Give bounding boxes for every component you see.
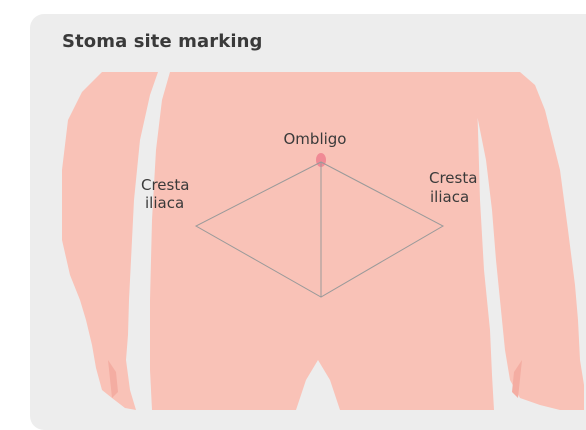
- umbilicus-label: Ombligo: [284, 130, 347, 148]
- iliac-crest-right-label-line1: Cresta: [429, 169, 477, 187]
- iliac-crest-left-label-line1: Cresta: [141, 176, 189, 194]
- left-arm: [62, 72, 158, 410]
- diagram-title: Stoma site marking: [62, 31, 263, 52]
- right-hand-fold: [512, 360, 522, 398]
- torso: [150, 72, 494, 410]
- iliac-crest-left-label-line2: iliaca: [145, 194, 184, 212]
- left-hand-fold: [108, 360, 118, 398]
- right-arm: [466, 72, 584, 410]
- iliac-crest-right-label-line2: iliaca: [430, 188, 469, 206]
